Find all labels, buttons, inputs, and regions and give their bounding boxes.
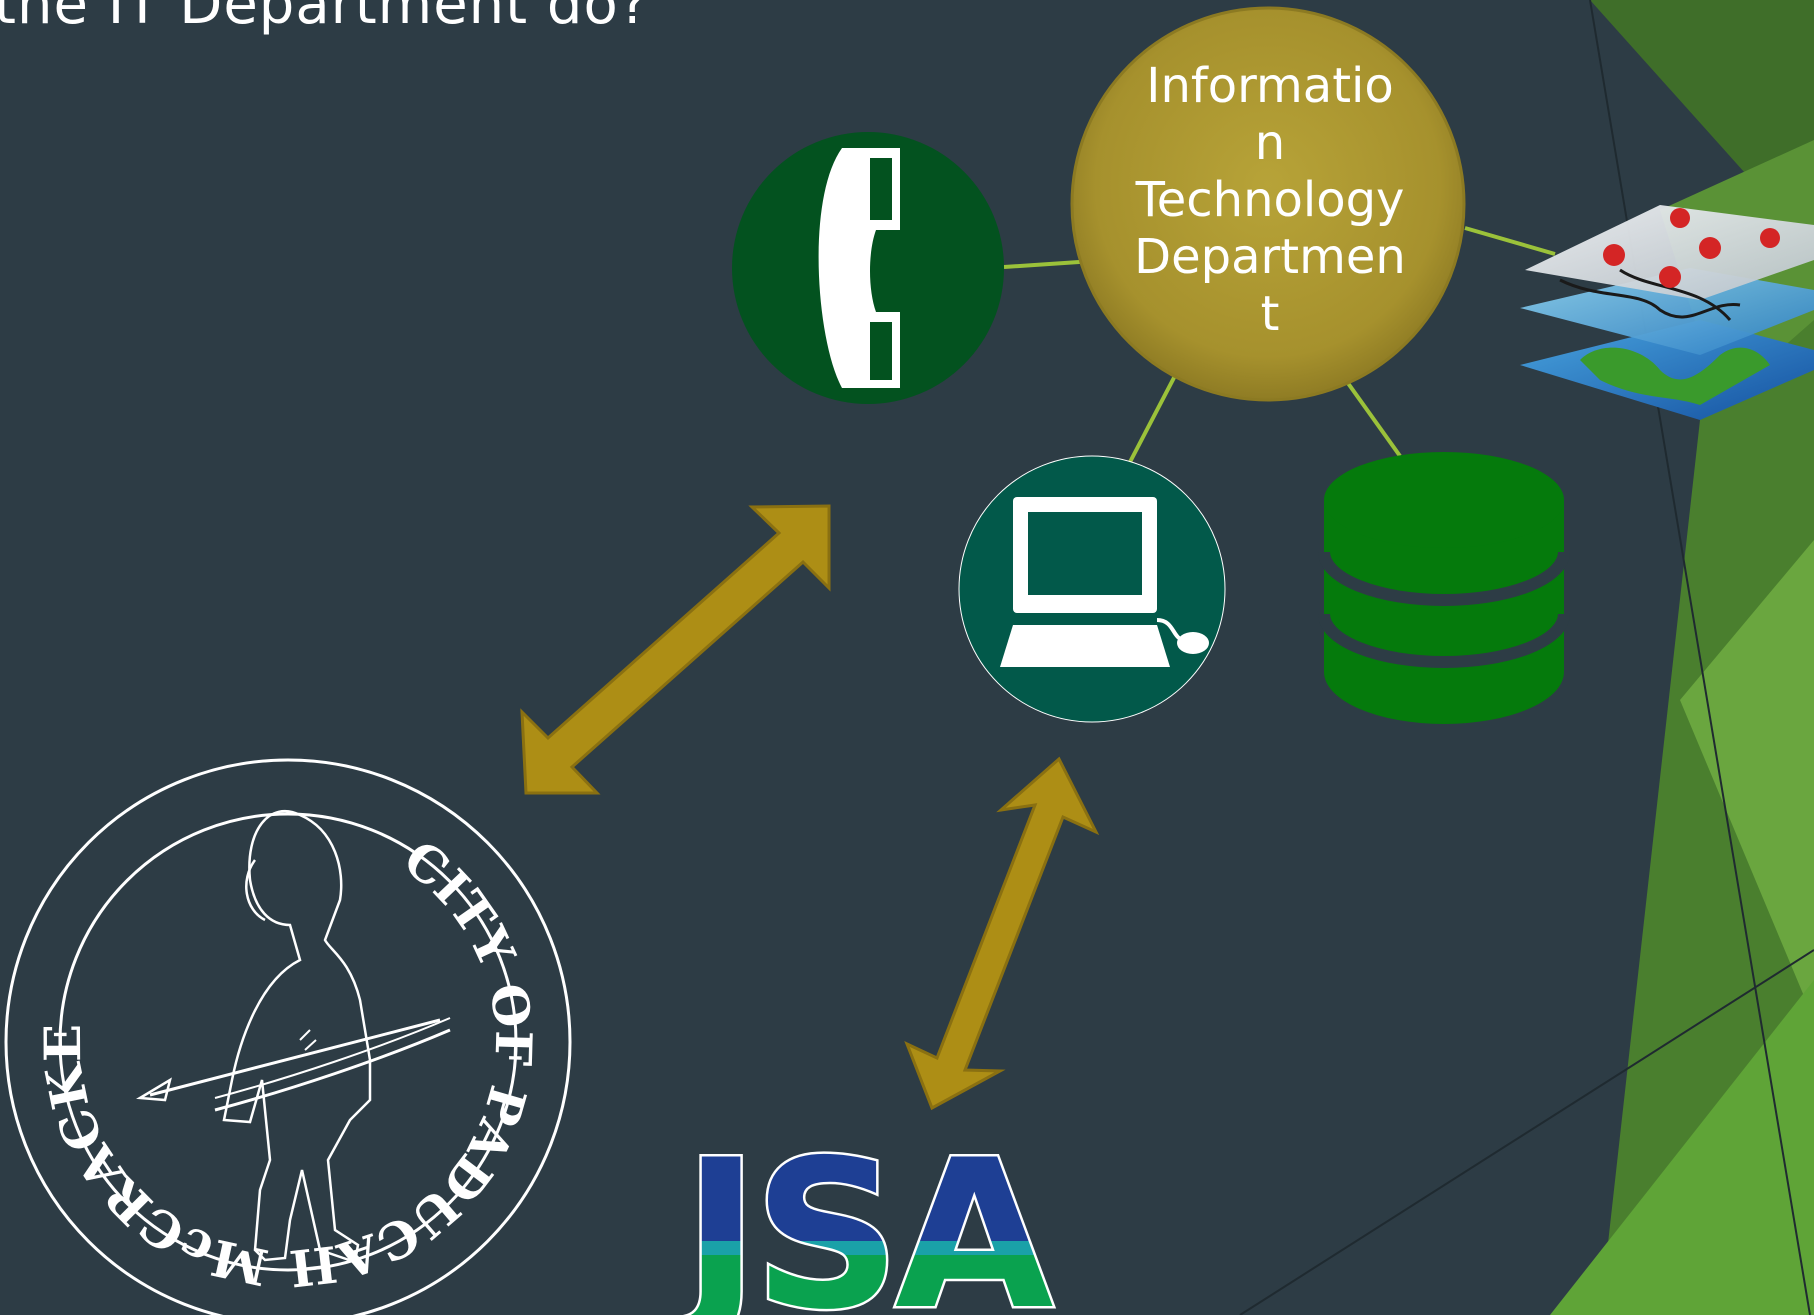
hub-label-line: Informatio: [1146, 58, 1394, 114]
hub-label-line: n: [1254, 115, 1286, 171]
city-seal: [4, 758, 572, 1315]
connector-lines: [1003, 226, 1556, 463]
jsa-logo: JSA: [669, 1115, 1062, 1315]
slide-title: the IT Department do?: [0, 0, 650, 37]
connector-database: [1338, 370, 1402, 458]
connector-map: [1464, 226, 1556, 256]
jsa-logo-text: JSA: [671, 1117, 1053, 1315]
arrow-seal-phone[interactable]: [520, 504, 831, 795]
connector-computer: [1128, 369, 1180, 463]
phone-icon: [732, 132, 1004, 404]
hub-circle: [1070, 6, 1466, 402]
computer-icon: [958, 455, 1226, 723]
gis-map-layers-icon: [1520, 205, 1814, 420]
hub-label-line: Technology: [1135, 172, 1405, 228]
connector-phone: [1003, 259, 1095, 269]
hub-label: Informatio n Technology Departmen t: [1080, 58, 1460, 343]
hub-label-line: Departmen: [1134, 229, 1406, 285]
hub-label-line: t: [1260, 286, 1280, 342]
database-icon: [1318, 452, 1570, 724]
decorative-facets: [1239, 0, 1814, 1315]
arrow-computer-jsa[interactable]: [904, 756, 1100, 1111]
seal-ring-text: CITY OF PADUCAH McCRACKEN COUNTY, KENTUC…: [0, 0, 543, 1298]
